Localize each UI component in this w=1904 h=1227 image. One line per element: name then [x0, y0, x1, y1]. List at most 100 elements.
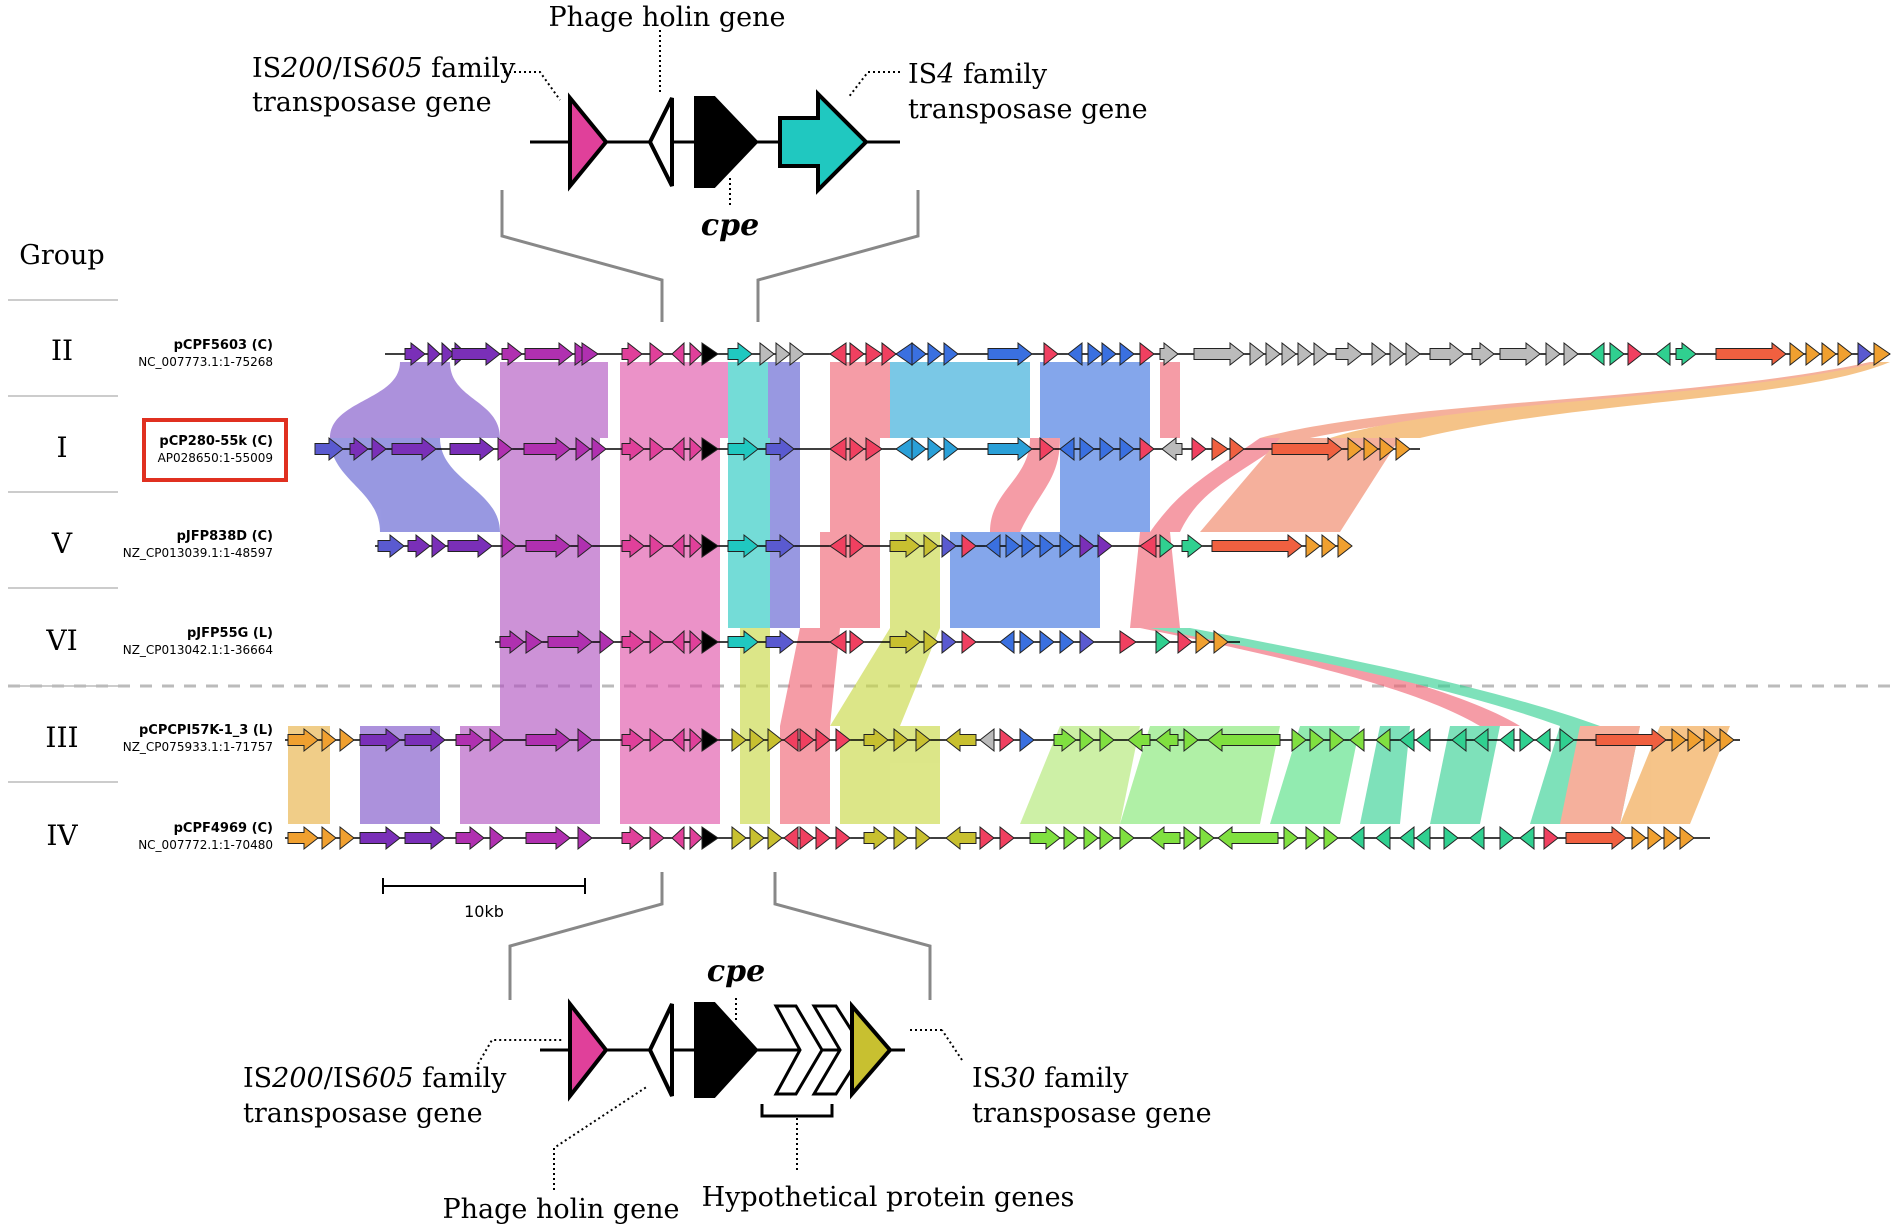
undefined-gene-26 [987, 341, 1033, 367]
bottom-is30-label-line1: IS30 family [972, 1063, 1129, 1094]
track-accession-iv: NC_007772.1:1-70480 [138, 838, 273, 852]
undefined-gene-33 [1183, 825, 1199, 851]
undefined-gene-43 [1443, 825, 1459, 851]
group-label-iv: IV [46, 819, 78, 852]
undefined-gene-21 [1005, 533, 1021, 559]
undefined-gene-48 [1565, 825, 1627, 851]
undefined-gene-25 [1079, 533, 1095, 559]
undefined-gene-14 [727, 341, 753, 367]
undefined-gene-28 [1063, 825, 1079, 851]
undefined-gene-50 [1609, 341, 1625, 367]
undefined-gene-31 [1305, 533, 1321, 559]
undefined-gene-23 [1155, 629, 1171, 655]
track-name-iii: pCPCPI57K-1_3 (L) [139, 723, 273, 738]
undefined-gene-11 [671, 825, 685, 851]
bottom-hypo-label: Hypothetical protein genes [702, 1182, 1075, 1213]
undefined-gene-46 [1535, 727, 1551, 753]
undefined-gene-10 [765, 629, 795, 655]
undefined-gene-30 [1101, 341, 1117, 367]
undefined-gene-6 [671, 629, 685, 655]
undefined-gene-19 [961, 533, 977, 559]
undefined-gene-11 [671, 436, 685, 462]
group-label-vi: VI [45, 624, 77, 657]
undefined-gene-16 [829, 437, 847, 461]
undefined-gene-13 [765, 533, 795, 559]
undefined-gene-25 [979, 727, 995, 753]
track-accession-iii: NZ_CP075933.1:1-71757 [123, 740, 273, 754]
undefined-gene-31 [1191, 436, 1207, 462]
undefined-gene-18 [799, 727, 815, 753]
undefined-gene-14 [829, 534, 847, 558]
undefined-gene-29 [1087, 341, 1103, 367]
group-column: Group II I V VI III IV [8, 240, 118, 852]
undefined-gene-47 [1559, 727, 1575, 753]
undefined-gene-31 [1119, 341, 1135, 367]
top-is200-label-line1: IS200/IS605 family [252, 53, 516, 84]
undefined-gene-4 [501, 533, 517, 559]
undefined-gene-20 [835, 727, 851, 753]
undefined-gene-31 [1119, 825, 1135, 851]
undefined-gene-60 [1873, 342, 1891, 366]
undefined-gene-26 [1079, 436, 1095, 462]
undefined-gene-23 [987, 436, 1033, 462]
undefined-gene-8 [649, 533, 665, 559]
undefined-gene-2 [339, 727, 355, 753]
undefined-gene-0 [287, 825, 319, 851]
undefined-gene-38 [1323, 825, 1339, 851]
undefined-gene-15 [749, 825, 765, 851]
undefined-gene-23 [911, 341, 927, 367]
undefined-gene-32 [1139, 341, 1155, 367]
track-name-v: pJFP838D (C) [177, 529, 273, 544]
undefined-gene-17 [783, 727, 799, 753]
track-accession-vi: NZ_CP013042.1:1-36664 [123, 643, 273, 657]
undefined-gene-1 [525, 630, 543, 654]
undefined-gene-41 [1371, 341, 1387, 367]
group-label-i: I [56, 431, 67, 464]
undefined-gene-20 [865, 342, 883, 366]
undefined-gene-25 [1195, 629, 1211, 655]
undefined-gene-5 [649, 629, 665, 655]
undefined-gene-37 [1379, 436, 1395, 462]
undefined-gene-42 [1415, 825, 1431, 851]
undefined-gene-28 [1053, 727, 1077, 753]
undefined-gene-21 [863, 727, 889, 753]
undefined-gene-3 [447, 533, 493, 559]
undefined-gene-43 [1405, 341, 1421, 367]
undefined-gene-20 [911, 436, 927, 462]
undefined-gene-42 [1389, 341, 1405, 367]
undefined-gene-4 [621, 629, 645, 655]
group-label-iii: III [45, 721, 78, 754]
undefined-gene-24 [945, 727, 977, 753]
undefined-gene-39 [1313, 341, 1329, 367]
undefined-gene-18 [1019, 629, 1035, 655]
bottom-hypo-gene-1 [773, 1004, 824, 1096]
undefined-gene-53 [1675, 341, 1697, 367]
undefined-gene-34 [1271, 436, 1343, 462]
undefined-gene-4 [404, 825, 446, 851]
undefined-gene-13 [701, 342, 719, 366]
undefined-gene-8 [591, 436, 607, 462]
undefined-gene-35 [1217, 825, 1279, 851]
undefined-gene-6 [489, 727, 505, 753]
undefined-gene-14 [731, 825, 747, 851]
undefined-gene-47 [1543, 825, 1559, 851]
undefined-gene-9 [621, 341, 643, 367]
undefined-gene-18 [829, 342, 847, 366]
undefined-gene-36 [1265, 341, 1281, 367]
undefined-gene-1 [349, 436, 369, 462]
undefined-gene-2 [431, 533, 447, 559]
bottom-cpe-label: cpe [707, 954, 765, 989]
undefined-gene-23 [1039, 533, 1055, 559]
undefined-gene-33 [1159, 341, 1179, 367]
undefined-gene-32 [1155, 727, 1179, 753]
undefined-gene-22 [893, 727, 909, 753]
undefined-gene-40 [1399, 727, 1415, 753]
undefined-gene-27 [1139, 534, 1157, 558]
undefined-gene-7 [575, 436, 591, 462]
top-holin-label: Phage holin gene [548, 2, 785, 33]
undefined-gene-30 [1099, 825, 1115, 851]
undefined-gene-36 [1363, 436, 1379, 462]
undefined-gene-0 [499, 629, 525, 655]
track-name-i: pCP280-55k (C) [159, 434, 273, 449]
